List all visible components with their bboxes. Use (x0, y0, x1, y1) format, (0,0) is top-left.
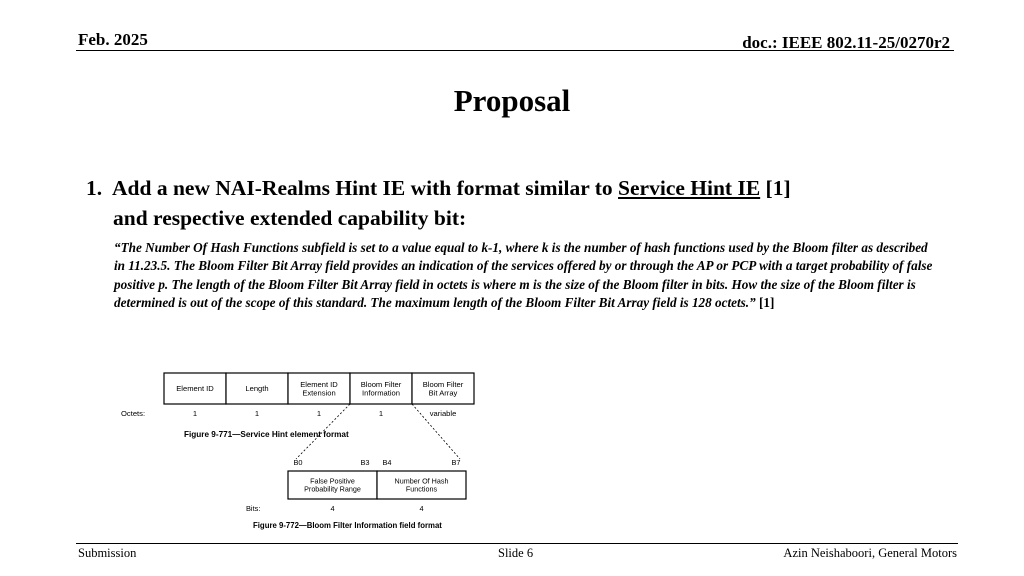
point-number: 1. (86, 176, 103, 200)
field-box (411, 372, 475, 405)
field-octets: 1 (317, 409, 321, 418)
bit-label: B3 (360, 458, 369, 467)
figure-caption-2: Figure 9-772—Bloom Filter Information fi… (253, 521, 442, 530)
figure-caption-1: Figure 9-771—Service Hint element format (184, 430, 349, 439)
header-date: Feb. 2025 (78, 30, 148, 49)
field-octets: variable (430, 409, 457, 418)
footer-author: Azin Neishaboori, General Motors (783, 546, 957, 560)
footer-slide-number: Slide 6 (498, 546, 534, 560)
bit-label: B4 (382, 458, 391, 467)
expansion-line-left (295, 403, 351, 460)
field-label: Element ID (176, 384, 214, 393)
field-octets: 1 (193, 409, 197, 418)
octets-label: Octets: (121, 409, 145, 418)
field-octets: 1 (379, 409, 383, 418)
expansion-line-right (411, 403, 461, 460)
header-divider (76, 50, 954, 51)
subfield-box (376, 470, 467, 500)
bit-label: B7 (451, 458, 460, 467)
bits-label: Bits: (246, 504, 260, 513)
service-hint-ie-link[interactable]: Service Hint IE (618, 176, 761, 200)
footer-submission: Submission (78, 546, 137, 560)
proposal-point: 1. Add a new NAI-Realms Hint IE with form… (86, 173, 956, 233)
bit-label: B0 (293, 458, 302, 467)
field-label: Length (245, 384, 268, 393)
point-reference: [1] (760, 176, 791, 200)
subfield-bits: 4 (330, 504, 334, 513)
slide-title: Proposal (453, 83, 571, 118)
subfield-box (287, 470, 378, 500)
quote-reference: [1] (755, 295, 775, 311)
point-text: Add a new NAI-Realms Hint IE with format… (112, 176, 619, 200)
field-box (225, 372, 289, 405)
subfield-bits: 4 (419, 504, 423, 513)
footer-divider (76, 543, 958, 544)
point-text-line2: and respective extended capability bit: (113, 206, 467, 230)
quote-text: “The Number Of Hash Functions subfield i… (114, 240, 933, 311)
header-doc-id: doc.: IEEE 802.11-25/0270r2 (742, 33, 950, 52)
field-octets: 1 (255, 409, 259, 418)
standard-quote: “The Number Of Hash Functions subfield i… (114, 239, 934, 313)
